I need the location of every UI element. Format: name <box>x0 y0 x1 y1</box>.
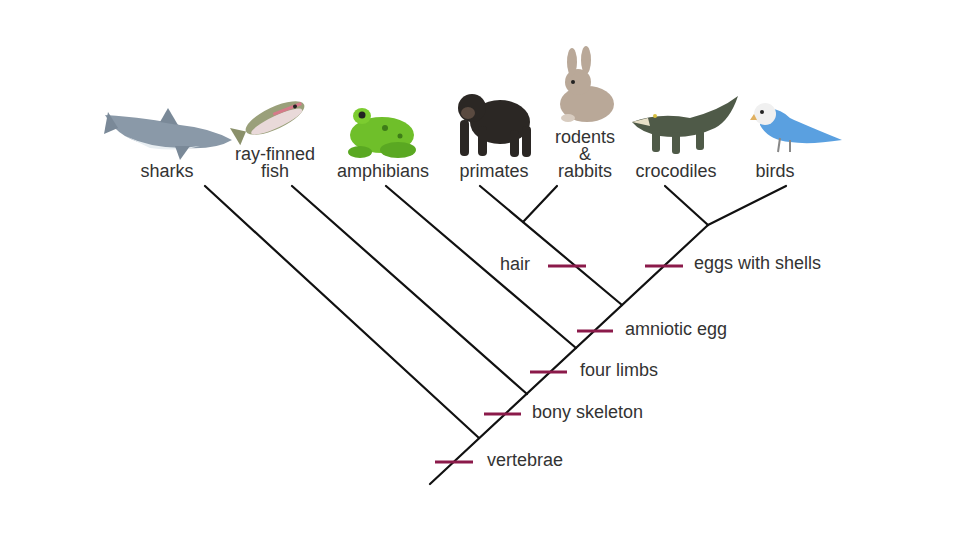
taxon-label: sharks <box>140 163 193 180</box>
taxon-label: rodents & rabbits <box>550 129 620 180</box>
rabbit-figure <box>560 46 614 122</box>
trait-label: eggs with shells <box>694 255 821 272</box>
trait-label: amniotic egg <box>625 321 727 338</box>
taxon-label: crocodiles <box>635 163 716 180</box>
trait-label: bony skeleton <box>532 404 643 421</box>
chimpanzee-figure <box>458 94 531 157</box>
trait-label: four limbs <box>580 362 658 379</box>
taxon-label: primates <box>459 163 528 180</box>
taxon-label: amphibians <box>337 163 429 180</box>
budgie-figure <box>750 103 842 152</box>
crocodile-figure <box>632 96 738 154</box>
frog-figure <box>348 108 416 158</box>
trait-label: hair <box>500 256 530 273</box>
fish-figure <box>230 95 309 147</box>
shark-figure <box>104 108 232 160</box>
trait-label: vertebrae <box>487 452 563 469</box>
taxon-label: ray-finned fish <box>227 146 323 180</box>
taxon-label: birds <box>755 163 794 180</box>
